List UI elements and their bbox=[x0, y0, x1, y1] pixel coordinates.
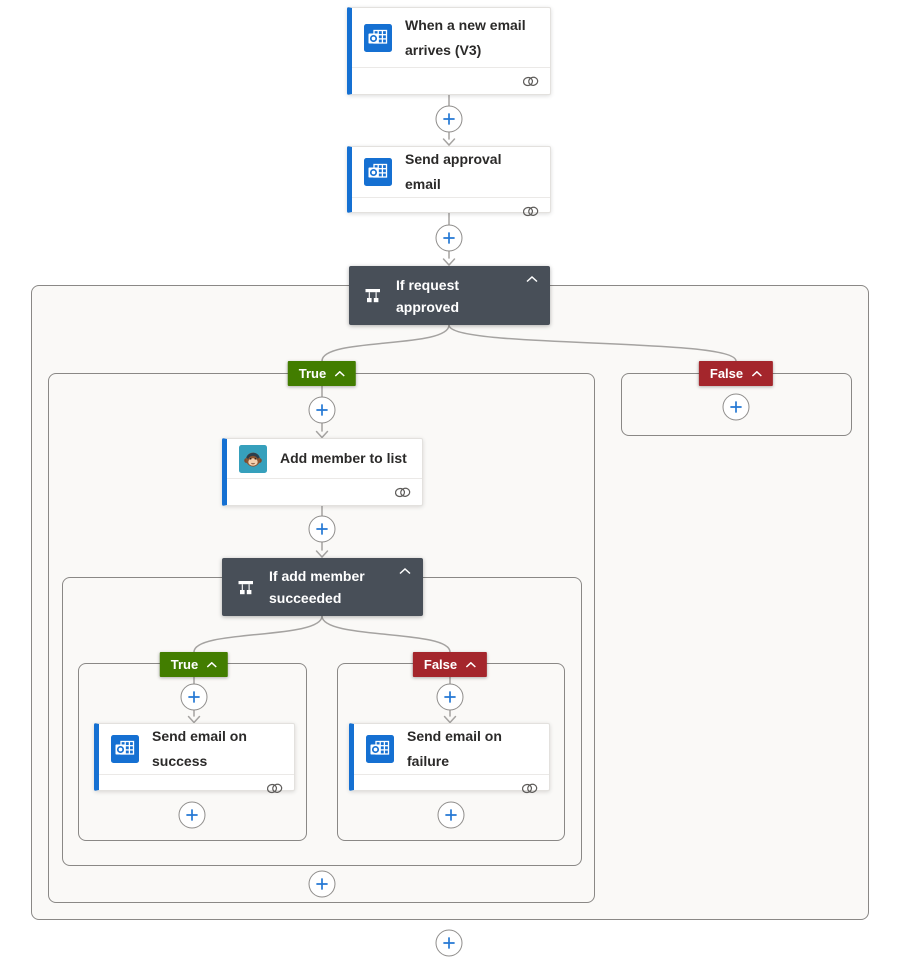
plus-false-branch-empty[interactable] bbox=[722, 393, 750, 421]
condition-title: If add member succeeded bbox=[269, 568, 365, 606]
action-title: Send approval email bbox=[405, 151, 502, 192]
badge-label: False bbox=[709, 366, 744, 381]
branch-true-badge-request[interactable]: True bbox=[287, 361, 357, 386]
condition-branch-icon bbox=[364, 288, 381, 303]
plus-after-trigger[interactable] bbox=[435, 105, 463, 133]
plus-icon bbox=[316, 404, 328, 416]
chevron-up-icon[interactable] bbox=[526, 275, 538, 283]
plus-after-add-member[interactable] bbox=[308, 515, 336, 543]
plus-after-send-approval[interactable] bbox=[435, 224, 463, 252]
outlook-icon bbox=[111, 735, 139, 763]
badge-label: True bbox=[298, 366, 327, 381]
connection-link-icon bbox=[522, 205, 540, 217]
plus-icon bbox=[316, 523, 328, 535]
branch-false-badge-addmember[interactable]: False bbox=[412, 652, 488, 677]
connection-link-icon bbox=[522, 75, 540, 87]
plus-icon bbox=[443, 937, 455, 949]
plus-icon bbox=[730, 401, 742, 413]
chevron-up-icon bbox=[466, 661, 477, 668]
plus-inner-false-top[interactable] bbox=[436, 683, 464, 711]
branch-true-badge-addmember[interactable]: True bbox=[159, 652, 229, 677]
plus-icon bbox=[443, 113, 455, 125]
condition-title: If request approved bbox=[396, 276, 460, 315]
condition-card-if-add-member-succeeded[interactable]: If add member succeeded bbox=[222, 558, 423, 616]
outlook-icon bbox=[364, 158, 392, 186]
connection-link-icon bbox=[394, 486, 412, 498]
plus-icon bbox=[444, 691, 456, 703]
plus-inner-true-bottom[interactable] bbox=[178, 801, 206, 829]
outlook-icon bbox=[364, 23, 392, 52]
trigger-title: When a new email arrives (V3) bbox=[405, 16, 526, 58]
plus-icon bbox=[443, 232, 455, 244]
outlook-icon bbox=[366, 735, 394, 763]
mailchimp-icon bbox=[239, 444, 267, 473]
plus-inner-false-bottom[interactable] bbox=[437, 801, 465, 829]
action-title: Send email on success bbox=[152, 728, 247, 769]
action-card-send-approval-email[interactable]: Send approval email bbox=[347, 146, 551, 217]
badge-label: False bbox=[423, 657, 458, 672]
plus-icon bbox=[445, 809, 457, 821]
plus-true-branch-bottom[interactable] bbox=[308, 870, 336, 898]
plus-flow-bottom[interactable] bbox=[435, 929, 463, 957]
badge-label: True bbox=[170, 657, 199, 672]
plus-true-branch-top[interactable] bbox=[308, 396, 336, 424]
plus-icon bbox=[316, 878, 328, 890]
condition-branch-icon bbox=[237, 579, 254, 595]
action-card-add-member-to-list[interactable]: Add member to list bbox=[222, 438, 423, 506]
chevron-up-icon[interactable] bbox=[399, 567, 411, 575]
branch-false-badge-request[interactable]: False bbox=[698, 361, 774, 386]
condition-card-if-request-approved[interactable]: If request approved bbox=[349, 266, 550, 325]
connection-link-icon bbox=[521, 782, 539, 794]
action-title: Send email on failure bbox=[407, 728, 502, 769]
trigger-card-when-new-email-arrives[interactable]: When a new email arrives (V3) bbox=[347, 7, 551, 95]
action-card-send-email-on-success[interactable]: Send email on success bbox=[94, 723, 295, 794]
connection-link-icon bbox=[266, 782, 284, 794]
plus-icon bbox=[188, 691, 200, 703]
plus-icon bbox=[186, 809, 198, 821]
chevron-up-icon bbox=[207, 661, 218, 668]
action-title: Add member to list bbox=[280, 450, 407, 466]
plus-inner-true-top[interactable] bbox=[180, 683, 208, 711]
action-card-send-email-on-failure[interactable]: Send email on failure bbox=[349, 723, 550, 794]
chevron-up-icon bbox=[752, 370, 763, 377]
chevron-up-icon bbox=[335, 370, 346, 377]
